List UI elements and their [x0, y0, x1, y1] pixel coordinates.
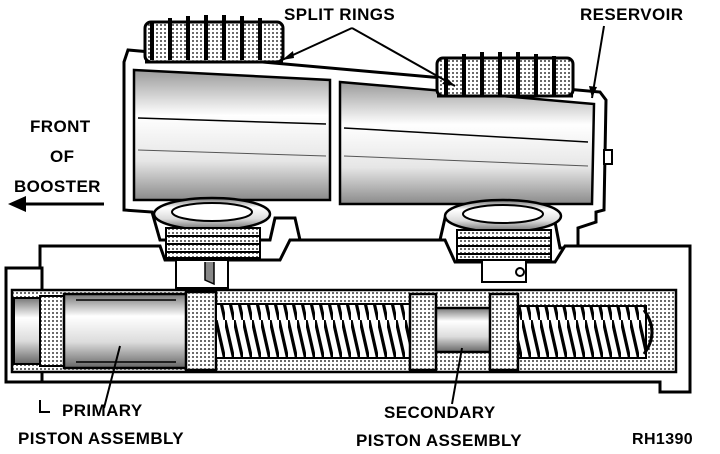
front-arrow — [8, 196, 104, 212]
leader-lines — [103, 25, 605, 409]
label-split-rings: SPLIT RINGS — [284, 5, 395, 24]
label-secondary-line1: SECONDARY — [384, 403, 496, 422]
label-primary-line2: PISTON ASSEMBLY — [18, 429, 184, 448]
label-primary-line1: PRIMARY — [62, 401, 143, 420]
label-reservoir: RESERVOIR — [580, 5, 683, 24]
grommet-rear — [443, 198, 563, 261]
secondary-piston-assembly — [408, 292, 520, 372]
primary-spring — [215, 303, 413, 359]
primary-piston-assembly — [13, 290, 218, 372]
label-front-line1: FRONT — [30, 117, 91, 136]
label-front-line3: BOOSTER — [14, 177, 101, 196]
label-secondary-line2: PISTON ASSEMBLY — [356, 431, 522, 450]
leader-arrowheads — [282, 51, 597, 98]
reservoir-cap-front — [143, 15, 285, 64]
secondary-spring — [517, 305, 654, 359]
reservoir-cap-rear — [435, 52, 575, 98]
figure-code: RH1390 — [632, 431, 693, 448]
label-front-line2: OF — [50, 147, 74, 166]
grommet-front — [152, 196, 272, 259]
reservoir — [122, 48, 613, 250]
